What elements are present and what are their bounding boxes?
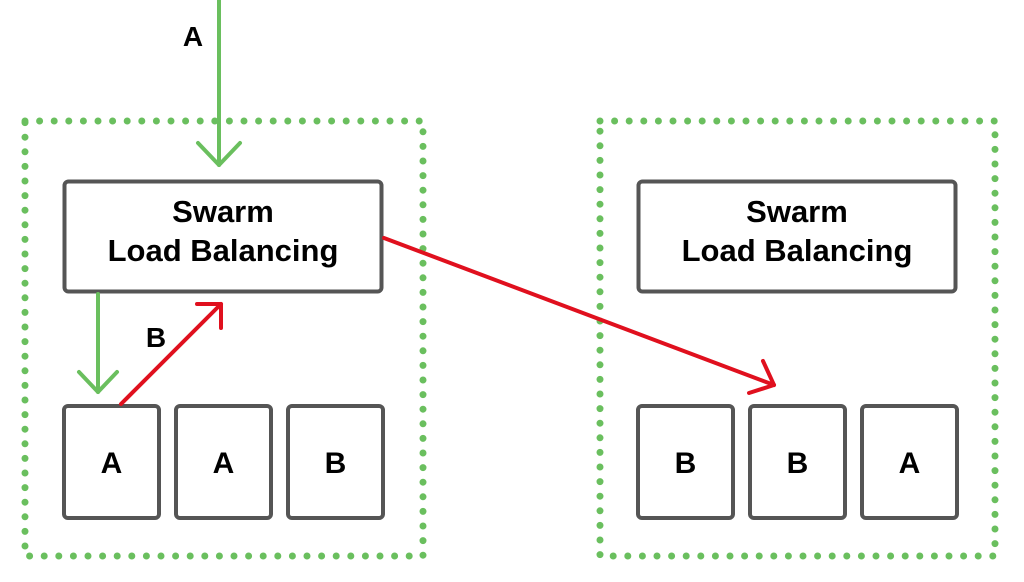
flow-b-return-arrow xyxy=(119,302,223,406)
node-1-task-3 xyxy=(286,404,385,520)
node-1-task-2 xyxy=(174,404,273,520)
node-1-lb-line2: Load Balancing xyxy=(108,233,339,268)
node-1-load-balancer-box xyxy=(62,179,384,294)
flow-b-cross-node-arrow xyxy=(382,236,776,395)
node-2-task-3-label: A xyxy=(899,447,921,480)
node-2-boundary xyxy=(596,117,999,560)
node-2-task-1-label: B xyxy=(675,447,697,480)
node-1-task-2-label: A xyxy=(213,447,235,480)
node-1-boundary xyxy=(21,117,427,560)
flow-a-incoming-arrow xyxy=(196,0,242,167)
swarm-node-2: Swarm Load Balancing B B A xyxy=(596,117,999,560)
flow-a-to-task-arrow xyxy=(77,292,119,394)
node-1-task-3-label: B xyxy=(325,447,347,480)
node-2-task-2 xyxy=(748,404,847,520)
node-2-task-2-label: B xyxy=(787,447,809,480)
swarm-node-1: Swarm Load Balancing A A B xyxy=(21,117,427,560)
node-1-lb-line1: Swarm xyxy=(172,194,274,229)
flow-a-label: A xyxy=(183,21,203,52)
node-2-task-3 xyxy=(860,404,959,520)
node-2-lb-line1: Swarm xyxy=(746,194,848,229)
node-1-task-1-label: A xyxy=(101,447,123,480)
node-1-task-1 xyxy=(62,404,161,520)
flow-b-label: B xyxy=(146,322,166,353)
node-2-load-balancer-box xyxy=(636,179,958,294)
node-2-lb-line2: Load Balancing xyxy=(682,233,913,268)
node-2-task-1 xyxy=(636,404,735,520)
